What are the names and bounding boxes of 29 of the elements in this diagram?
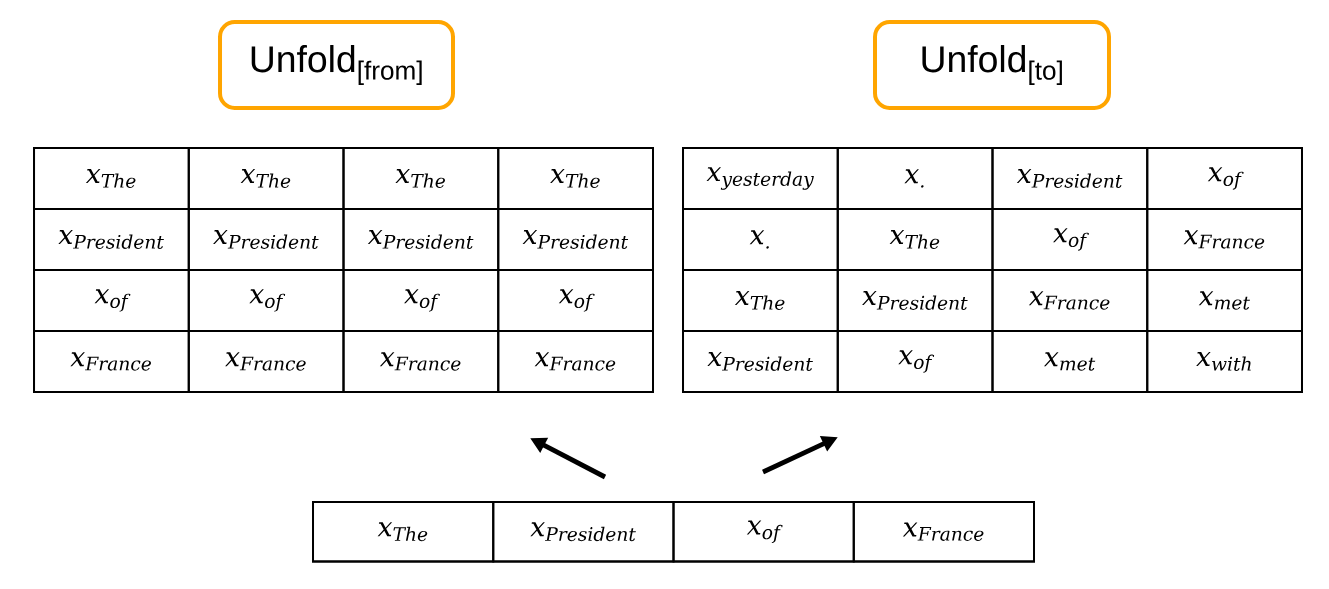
table-cell: x$_{.}$ xyxy=(836,147,994,210)
table-cell: x$_{France}$ xyxy=(991,269,1149,332)
table-cell: x$_{The}$ xyxy=(342,147,500,210)
table-cell: x$_{France}$ xyxy=(1146,208,1303,271)
table-cell: x$_{The}$ xyxy=(836,208,994,271)
table-cell: x$_{met}$ xyxy=(1146,269,1303,332)
table-cell: x$_{The}$ xyxy=(497,147,654,210)
table-cell: x$_{of}$ xyxy=(991,208,1149,271)
table-cell: x$_{The}$ xyxy=(33,147,190,210)
table-cell: x$_{of}$ xyxy=(33,269,190,332)
table-cell: x$_{France}$ xyxy=(33,330,190,393)
table-cell: x$_{of}$ xyxy=(342,269,500,332)
table-cell: x$_{of}$ xyxy=(1146,147,1303,210)
table-cell: x$_{France}$ xyxy=(497,330,654,393)
table-cell: x$_{France}$ xyxy=(852,501,1035,563)
table-cell: x$_{.}$ xyxy=(682,208,839,271)
label-box: Unfold$_{[to]}$ xyxy=(873,20,1111,110)
table-cell: x$_{of}$ xyxy=(672,501,855,563)
table-cell: x$_{France}$ xyxy=(342,330,500,393)
table-cell: x$_{of}$ xyxy=(187,269,345,332)
table-cell: x$_{with}$ xyxy=(1146,330,1303,393)
table-cell: x$_{The}$ xyxy=(682,269,839,332)
table-cell: x$_{of}$ xyxy=(497,269,654,332)
table-cell: x$_{of}$ xyxy=(836,330,994,393)
table-cell: x$_{The}$ xyxy=(312,501,495,563)
table-cell: x$_{met}$ xyxy=(991,330,1149,393)
label-box: Unfold$_{[from]}$ xyxy=(218,20,455,110)
table-cell: x$_{France}$ xyxy=(187,330,345,393)
table-cell: x$_{The}$ xyxy=(187,147,345,210)
